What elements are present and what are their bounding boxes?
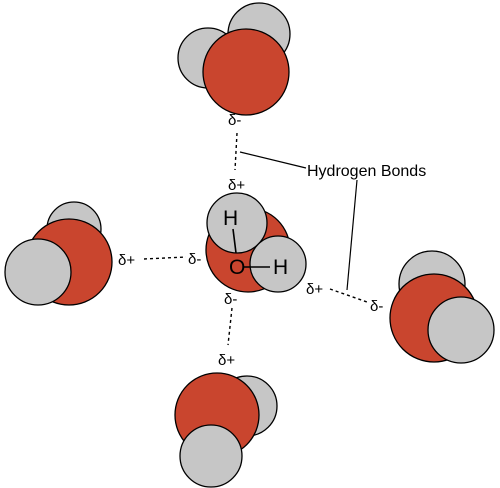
water-molecule-left: [4, 201, 113, 306]
atom-label-hydrogen-top: H: [223, 207, 238, 230]
hydrogen-bond-line-top: [234, 132, 238, 171]
hydrogen-bond-line-right: [329, 288, 368, 303]
atom-label-oxygen: O: [229, 256, 245, 279]
atom-label-hydrogen-right: H: [273, 256, 288, 279]
caption-pointer-line: [239, 151, 307, 169]
charge-label-right-neighbor: δ-: [370, 298, 383, 315]
water-molecule-bottom: [174, 372, 278, 488]
hydrogen-bond-line-bottom: [227, 307, 233, 346]
hydrogen-atom: [179, 424, 243, 488]
water-molecule-central: [205, 192, 307, 293]
caption-pointer-line: [346, 179, 358, 291]
hydrogen-bond-line-left: [143, 256, 187, 260]
hydrogen-bond-lines: [143, 132, 368, 346]
charge-label-central-bottom: δ-: [224, 291, 237, 308]
charge-label-central-right: δ+: [306, 281, 323, 298]
caption-hydrogen-bonds: Hydrogen Bonds: [307, 163, 426, 180]
covalent-bonds: [232, 228, 270, 268]
charge-label-bottom-neighbor: δ+: [218, 352, 235, 369]
charge-label-top-neighbor: δ-: [228, 112, 241, 129]
water-molecule-right: [389, 250, 495, 364]
oxygen-atom: [202, 28, 290, 116]
hydrogen-atom: [206, 192, 268, 254]
covalent-bond-line: [232, 228, 237, 254]
charge-label-central-top: δ+: [228, 177, 245, 194]
caption-pointers: [239, 151, 358, 291]
hydrogen-atom: [249, 235, 307, 293]
hydrogen-atom: [427, 296, 495, 364]
water-molecule-top: [177, 2, 291, 116]
hydrogen-atom: [4, 238, 72, 306]
charge-label-left-neighbor: δ+: [118, 252, 135, 269]
charge-label-central-left: δ-: [188, 251, 201, 268]
